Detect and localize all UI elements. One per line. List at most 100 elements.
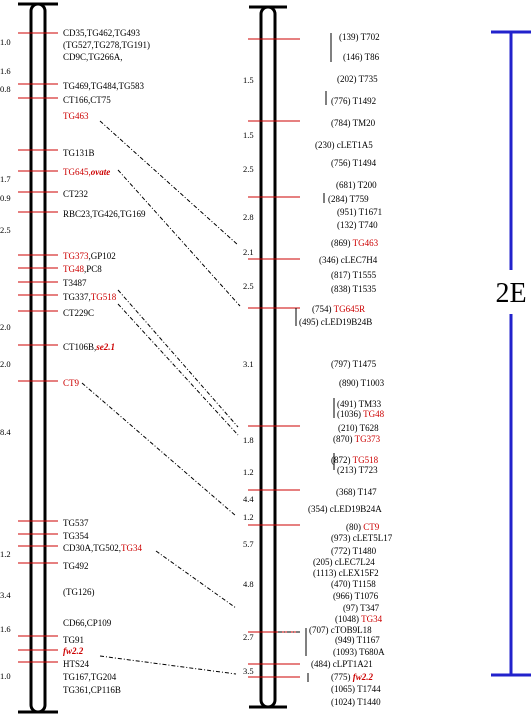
left-marker-label: CD9C,TG266A,: [63, 52, 123, 62]
homolog-connector-line: [81, 382, 237, 517]
left-marker-label-part: TG167,TG204: [63, 672, 117, 682]
right-marker-label: (951) T1671: [337, 207, 382, 217]
right-marker-label-part: (1065) T1744: [331, 684, 381, 694]
left-marker-label: CD35,TG462,TG493: [63, 28, 140, 38]
left-marker-label-part: TG518: [91, 292, 117, 302]
right-marker-label-part: TG645R: [334, 304, 366, 314]
right-marker-label-part: (681) T200: [336, 180, 377, 190]
left-marker-label-part: (TG126): [63, 587, 95, 597]
left-marker-label: RBC23,TG426,TG169: [63, 209, 146, 219]
left-marker-label-part: CT106B,: [63, 342, 96, 352]
homolog-connector-lines: [81, 120, 302, 675]
right-marker-label-part: fw2.2: [353, 672, 374, 682]
left-chromosome-bar: [29, 2, 47, 714]
left-marker-label-part: TG645,: [63, 167, 91, 177]
left-interval-distance: 2.5: [0, 225, 11, 235]
right-chromosome-bar: [259, 5, 277, 709]
left-marker-label: TG469,TG484,TG583: [63, 81, 144, 91]
right-marker-label: (230) cLET1A5: [315, 140, 373, 150]
right-marker-label: (80) CT9: [346, 522, 380, 532]
right-marker-label-part: (495) cLED19B24B: [299, 317, 372, 327]
right-interval-distance: 4.8: [243, 579, 254, 589]
right-marker-label-part: CT9: [363, 522, 380, 532]
left-marker-label-part: T3487: [63, 278, 87, 288]
left-marker-label-part: fw2.2: [63, 646, 84, 656]
right-marker-label-part: (1048): [335, 614, 361, 624]
right-marker-label: (205) cLEC7L24: [313, 557, 375, 567]
left-marker-label: TG645,ovate: [63, 167, 110, 177]
left-marker-label-part: CT166,CT75: [63, 95, 111, 105]
right-marker-label: (202) T735: [337, 74, 378, 84]
left-marker-label-part: HTS24: [63, 659, 90, 669]
right-interval-distance: 1.2: [243, 512, 254, 522]
region-bracket-label: 2E: [495, 278, 526, 309]
left-marker-label: CD30A,TG502,TG34: [63, 543, 142, 553]
left-interval-distance: 1.0: [0, 37, 11, 47]
right-marker-label-part: (817) T1555: [331, 270, 377, 280]
left-marker-label: fw2.2: [63, 646, 84, 656]
right-interval-distance: 2.7: [243, 632, 254, 642]
right-interval-distance: 2.5: [243, 281, 254, 291]
left-marker-label: TG48,PC8: [63, 264, 102, 274]
right-marker-label-part: (132) T740: [337, 220, 378, 230]
right-marker-label: (210) T628: [338, 423, 379, 433]
right-marker-label: (139) T702: [339, 32, 380, 42]
right-marker-label-part: (966) T1076: [333, 591, 379, 601]
right-interval-distance: 3.5: [243, 666, 254, 676]
right-marker-label: (784) TM20: [331, 118, 376, 128]
homolog-connector-line: [117, 303, 239, 436]
left-marker-label-part: CD9C,TG266A,: [63, 52, 123, 62]
right-marker-label: (890) T1003: [339, 378, 385, 388]
left-marker-label: TG373,GP102: [63, 251, 116, 261]
right-marker-label: (776) T1492: [331, 96, 376, 106]
right-interval-distance: 1.5: [243, 75, 254, 85]
left-marker-label: CT229C: [63, 308, 94, 318]
left-marker-label-part: TG463: [63, 111, 89, 121]
left-marker-label-part: CT232: [63, 189, 88, 199]
right-marker-label-part: (1113) cLEX15F2: [313, 568, 379, 578]
right-marker-label-part: (756) T1494: [331, 158, 377, 168]
left-marker-label-part: se2.1: [95, 342, 115, 352]
left-marker-label-part: TG91: [63, 635, 84, 645]
left-interval-distance: 3.4: [0, 590, 11, 600]
right-marker-label: (132) T740: [337, 220, 378, 230]
right-marker-label-part: (205) cLEC7L24: [313, 557, 375, 567]
left-marker-label-part: TG337,: [63, 292, 91, 302]
right-marker-label-part: (284) T759: [328, 194, 369, 204]
right-interval-distance: 2.1: [243, 247, 254, 257]
left-marker-label: TG131B: [63, 148, 95, 158]
left-marker-label: TG361,CP116B: [63, 685, 121, 695]
right-marker-label: (491) TM33: [337, 399, 382, 409]
right-marker-label-part: (872): [331, 455, 353, 465]
left-marker-label-part: TG492: [63, 561, 89, 571]
right-marker-label-part: (354) cLED19B24A: [308, 504, 382, 514]
right-marker-label-part: (754): [312, 304, 334, 314]
right-marker-label: (681) T200: [336, 180, 377, 190]
right-marker-label: (284) T759: [328, 194, 369, 204]
right-interval-distance: 2.8: [243, 212, 254, 222]
left-marker-label: TG537: [63, 518, 89, 528]
right-marker-label: (817) T1555: [331, 270, 377, 280]
right-marker-label: (146) T86: [343, 52, 380, 62]
right-marker-label: (1065) T1744: [331, 684, 381, 694]
left-marker-label-part: RBC23,TG426,TG169: [63, 209, 146, 219]
right-marker-label-part: (707) cTOB9L18: [309, 625, 372, 635]
homolog-connector-line: [155, 550, 237, 609]
right-marker-label-part: (890) T1003: [339, 378, 385, 388]
region-bracket: 2E: [491, 30, 531, 677]
right-marker-label-part: (139) T702: [339, 32, 380, 42]
right-marker-label: (775) fw2.2: [331, 672, 374, 682]
left-marker-label-part: TG48: [63, 264, 84, 274]
right-marker-label-part: (1093) T680A: [333, 647, 385, 657]
right-interval-distance: 1.2: [243, 467, 254, 477]
right-marker-label: (354) cLED19B24A: [308, 504, 382, 514]
right-marker-label-part: (213) T723: [337, 465, 378, 475]
right-marker-label-part: (368) T147: [336, 487, 377, 497]
right-marker-label-part: (869): [331, 238, 353, 248]
right-interval-distances: 1.51.52.52.82.12.53.11.81.24.41.25.74.82…: [243, 75, 254, 676]
right-interval-distance: 4.4: [243, 494, 254, 504]
left-marker-label-part: TG469,TG484,TG583: [63, 81, 144, 91]
right-marker-label-part: (949) T1167: [335, 635, 380, 645]
right-marker-label-part: (838) T1535: [331, 284, 377, 294]
right-marker-label-part: (146) T86: [343, 52, 380, 62]
